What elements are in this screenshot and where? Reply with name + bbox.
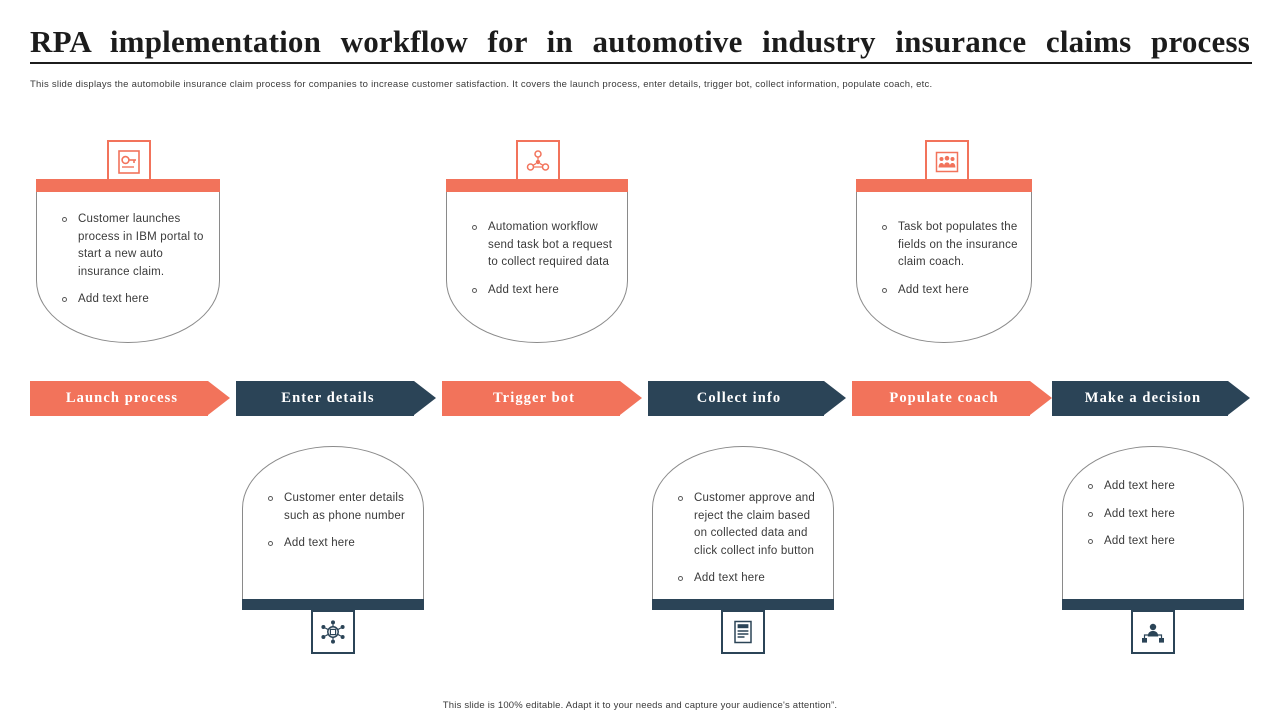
step-label: Populate coach: [889, 390, 999, 406]
bullet-list: Add text here Add text here Add text her…: [1088, 478, 1230, 561]
content-card-enter-details: Customer enter details such as phone num…: [242, 446, 424, 610]
list-item: Add text here: [1088, 478, 1230, 496]
title-divider: [30, 62, 1252, 64]
list-item: Customer launches process in IBM portal …: [62, 211, 206, 281]
list-item: Automation workflow send task bot a requ…: [472, 219, 614, 272]
network-nodes-icon: [525, 149, 551, 175]
list-item: Add text here: [268, 535, 410, 553]
card-accent-bar: [446, 179, 628, 192]
step-arrow-make-a-decision[interactable]: Make a decision: [1052, 381, 1250, 416]
card-outline: [1062, 446, 1244, 610]
slide-subtitle: This slide displays the automobile insur…: [30, 79, 933, 90]
arrow-body: [1052, 381, 1228, 416]
card-outline: [242, 446, 424, 610]
list-item: Add text here: [678, 570, 820, 588]
content-card-make-a-decision: Add text here Add text here Add text her…: [1062, 446, 1244, 610]
step-label: Launch process: [65, 390, 179, 406]
arrow-body: [648, 381, 824, 416]
content-card-trigger-bot: Automation workflow send task bot a requ…: [446, 179, 628, 343]
arrow-head: [414, 381, 436, 415]
bullet-list: Task bot populates the fields on the ins…: [882, 219, 1018, 309]
icon-box-populate-coach: [925, 140, 969, 184]
list-item: Add text here: [882, 282, 1018, 300]
list-item: Customer enter details such as phone num…: [268, 490, 410, 525]
step-label: Enter details: [281, 390, 375, 406]
slide-footer-note: This slide is 100% editable. Adapt it to…: [442, 700, 838, 711]
icon-box-enter-details: [311, 610, 355, 654]
card-accent-bar: [856, 179, 1032, 192]
step-arrow-trigger-bot[interactable]: Trigger bot: [442, 381, 642, 416]
step-label: Trigger bot: [492, 390, 576, 406]
card-accent-bar: [242, 599, 424, 610]
card-accent-bar: [1062, 599, 1244, 610]
key-document-icon: [116, 149, 142, 175]
arrow-head: [208, 381, 230, 415]
bullet-list: Customer launches process in IBM portal …: [62, 211, 206, 319]
content-card-populate-coach: Task bot populates the fields on the ins…: [856, 179, 1032, 343]
icon-box-collect-info: [721, 610, 765, 654]
list-item: Add text here: [1088, 506, 1230, 524]
card-outline: [652, 446, 834, 610]
arrow-head: [1228, 381, 1250, 415]
content-card-collect-info: Customer approve and reject the claim ba…: [652, 446, 834, 610]
arrow-head: [620, 381, 642, 415]
arrow-head: [1030, 381, 1052, 415]
step-arrow-collect-info[interactable]: Collect info: [648, 381, 846, 416]
people-group-icon: [934, 149, 960, 175]
card-outline: [446, 179, 628, 343]
arrow-body: [852, 381, 1030, 416]
icon-box-launch-process: [107, 140, 151, 184]
arrow-body: [442, 381, 620, 416]
list-item: Customer approve and reject the claim ba…: [678, 490, 820, 560]
step-arrow-enter-details[interactable]: Enter details: [236, 381, 436, 416]
card-outline: [856, 179, 1032, 343]
user-network-icon: [1140, 619, 1166, 645]
icon-box-make-a-decision: [1131, 610, 1175, 654]
step-arrow-populate-coach[interactable]: Populate coach: [852, 381, 1052, 416]
list-item: Add text here: [1088, 533, 1230, 551]
bullet-list: Automation workflow send task bot a requ…: [472, 219, 614, 309]
content-card-launch-process: Customer launches process in IBM portal …: [36, 179, 220, 343]
list-item: Add text here: [472, 282, 614, 300]
step-arrow-launch-process[interactable]: Launch process: [30, 381, 230, 416]
bullet-list: Customer approve and reject the claim ba…: [678, 490, 820, 598]
list-item: Add text here: [62, 291, 206, 309]
step-label: Make a decision: [1084, 390, 1202, 406]
arrow-body: [30, 381, 208, 416]
step-label: Collect info: [696, 390, 782, 406]
server-document-icon: [730, 619, 756, 645]
card-accent-bar: [36, 179, 220, 192]
list-item: Task bot populates the fields on the ins…: [882, 219, 1018, 272]
arrow-body: [236, 381, 414, 416]
page-title: RPA implementation workflow for in autom…: [30, 24, 1250, 59]
card-outline: [36, 179, 220, 343]
bullet-list: Customer enter details such as phone num…: [268, 490, 410, 563]
card-accent-bar: [652, 599, 834, 610]
arrow-head: [824, 381, 846, 415]
network-settings-icon: [320, 619, 346, 645]
icon-box-trigger-bot: [516, 140, 560, 184]
